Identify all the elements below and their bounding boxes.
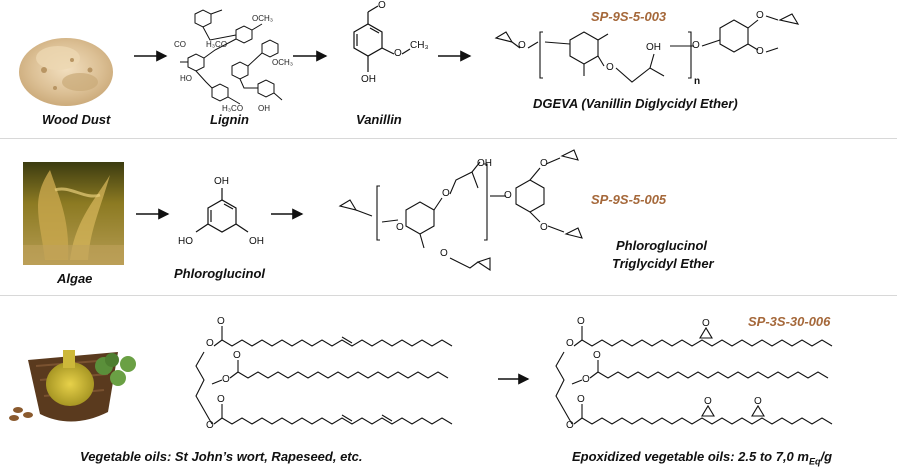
epoxidized-oils-label-main: Epoxidized vegetable oils: 2.5 to 7,0 m xyxy=(572,449,809,464)
dgeva-o-bridge: O xyxy=(606,62,614,73)
dgeva-o-top: O xyxy=(756,10,764,21)
tg-o-2: O xyxy=(222,374,230,385)
ptge-o-topright: O xyxy=(540,158,548,169)
lignin-fragment: HO xyxy=(180,74,192,83)
ptge-o-bottom: O xyxy=(440,248,448,259)
dgeva-label: DGEVA (Vanillin Diglycidyl Ether) xyxy=(533,96,738,111)
epoxidized-oil-structure xyxy=(555,326,833,425)
etg-o-3: O xyxy=(566,420,574,431)
tg-o-carbonyl-1: O xyxy=(217,316,225,327)
dgeva-product-code: SP-9S-5-003 xyxy=(591,9,667,24)
phloroglucinol-structure xyxy=(195,188,249,233)
row-divider-2 xyxy=(0,295,897,296)
vanillin-methoxy-o: O xyxy=(394,48,402,59)
phloroglucinol-label: Phloroglucinol xyxy=(174,266,265,281)
etg-epoxide-o-2: O xyxy=(704,396,712,407)
wood-dust-image xyxy=(19,38,113,106)
dgeva-o-left: O xyxy=(518,40,526,51)
epoxidized-oils-label-end: /g xyxy=(820,449,833,464)
ptge-label-line2: Triglycidyl Ether xyxy=(612,256,714,271)
vanillin-aldehyde-o: O xyxy=(378,0,386,11)
vanillin-oh: OH xyxy=(361,74,376,85)
ptge-oh: OH xyxy=(477,158,492,169)
row-divider-1 xyxy=(0,138,897,139)
etg-o-carbonyl-3: O xyxy=(577,394,585,405)
algae-label: Algae xyxy=(57,271,93,286)
ptge-o-left: O xyxy=(396,222,404,233)
vanillin-structure xyxy=(353,5,411,72)
ptge-o-bridge: O xyxy=(504,190,512,201)
tg-o-carbonyl-2: O xyxy=(233,350,241,361)
phloro-oh-top: OH xyxy=(214,176,229,187)
tg-o-carbonyl-3: O xyxy=(217,394,225,405)
lignin-fragment: OCH₃ xyxy=(252,14,274,23)
etg-o-1: O xyxy=(566,338,574,349)
dgeva-o-right: O xyxy=(692,40,700,51)
triglyceride-structure xyxy=(195,326,453,425)
lignin-fragment: OCH₃ xyxy=(272,58,294,67)
ptge-product-code: SP-9S-5-005 xyxy=(591,192,667,207)
epoxidized-oils-label-sub: Eq xyxy=(808,456,821,467)
vanillin-label: Vanillin xyxy=(356,112,402,127)
phloro-oh-right: OH xyxy=(249,236,264,247)
ptge-structure xyxy=(338,149,583,272)
lignin-fragment: H₃CO xyxy=(222,104,244,113)
ptge-o-upper: O xyxy=(442,188,450,199)
etg-epoxide-o-3: O xyxy=(754,396,762,407)
wood-dust-label: Wood Dust xyxy=(42,112,111,127)
etg-o-carbonyl-2: O xyxy=(593,350,601,361)
ptge-label-line1: Phloroglucinol xyxy=(616,238,707,253)
etg-o-carbonyl-1: O xyxy=(577,316,585,327)
lignin-label: Lignin xyxy=(210,112,249,127)
phloro-ho-left: HO xyxy=(178,236,193,247)
dgeva-oh: OH xyxy=(646,42,661,53)
vegetable-oil-image xyxy=(9,350,136,422)
vegetable-oils-label: Vegetable oils: St John’s wort, Rapeseed… xyxy=(80,449,363,464)
etg-o-2: O xyxy=(582,374,590,385)
tg-o-1: O xyxy=(206,338,214,349)
etg-epoxide-o-1: O xyxy=(702,318,710,329)
tg-o-3: O xyxy=(206,420,214,431)
lignin-structure xyxy=(180,9,283,105)
lignin-fragment: H₃CO xyxy=(206,40,228,49)
vanillin-ch3: CH₃ xyxy=(410,40,429,51)
dgeva-o-bottom: O xyxy=(756,46,764,57)
epoxidized-oils-label: Epoxidized vegetable oils: 2.5 to 7,0 mE… xyxy=(572,449,832,467)
lignin-fragment: OH xyxy=(258,104,270,113)
epoxidized-oil-product-code: SP-3S-30-006 xyxy=(748,314,831,329)
ptge-o-right: O xyxy=(540,222,548,233)
dgeva-structure xyxy=(494,13,800,83)
dgeva-repeat-n: n xyxy=(694,76,701,87)
lignin-fragment: CO xyxy=(174,40,186,49)
algae-image xyxy=(23,162,124,265)
